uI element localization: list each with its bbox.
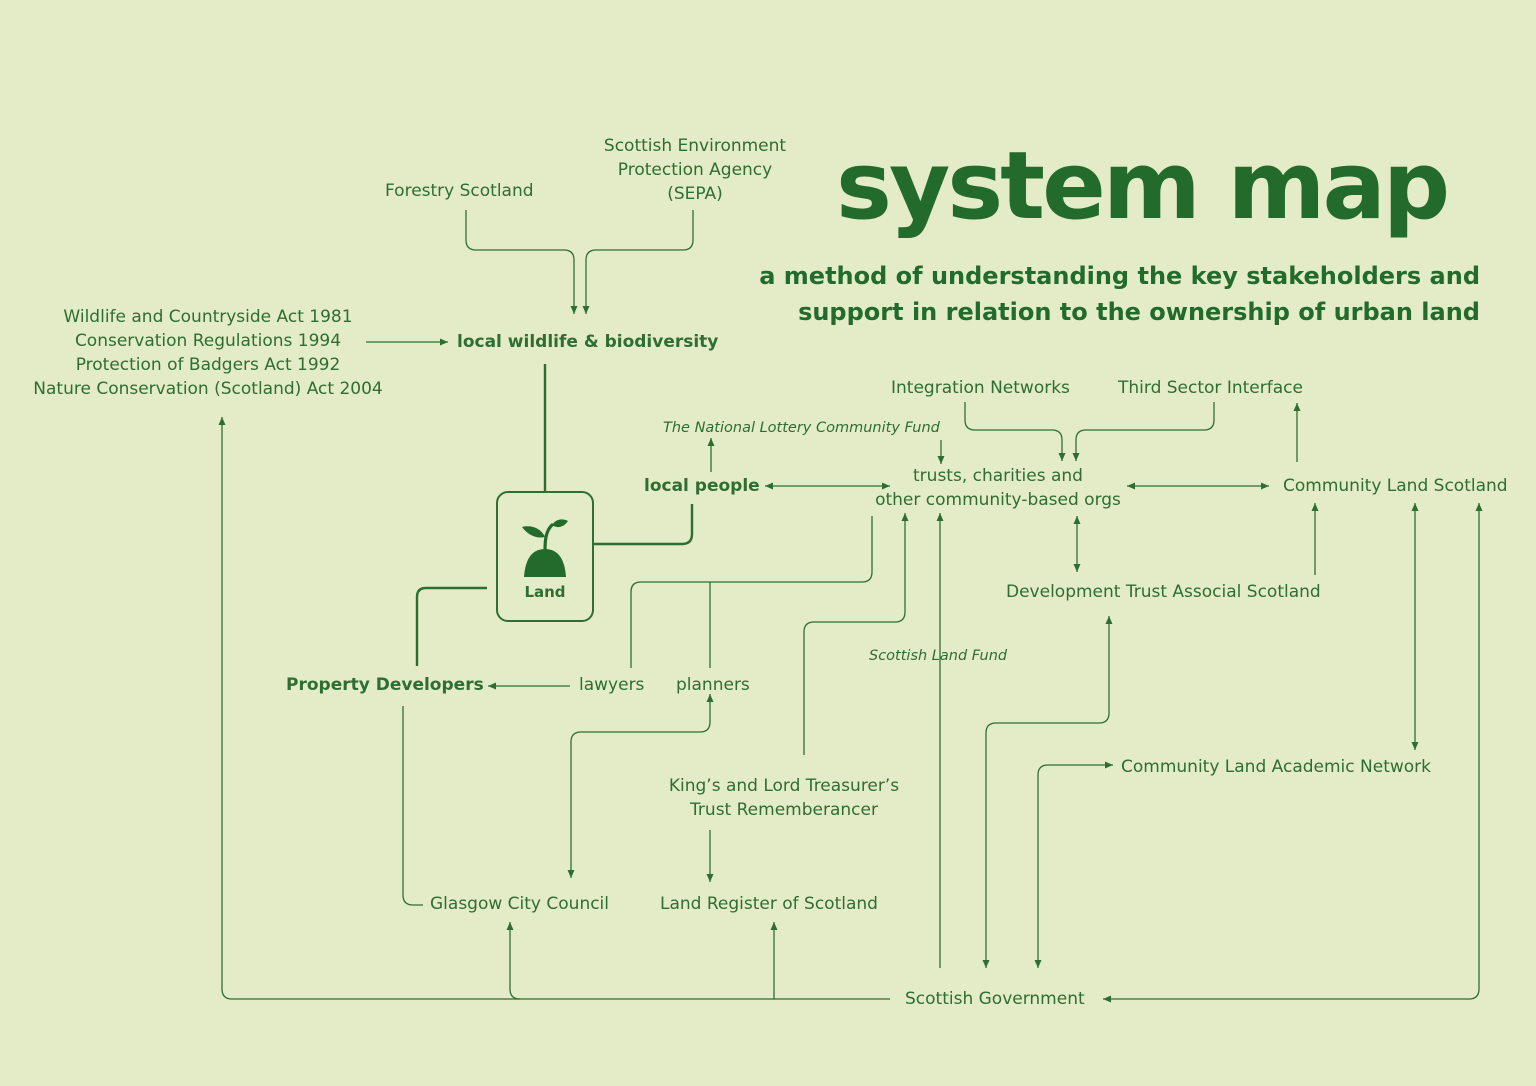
node-kltr-line1: King’s and Lord Treasurer’s [668,776,900,796]
edge-sepa-to-wildlife [582,210,694,314]
edge-integration-to-trusts [964,402,1066,461]
edge-kltr-to-trusts [803,513,909,755]
page-title: system map [836,132,1450,241]
land-label: Land [524,583,566,601]
node-legislation: Wildlife and Countryside Act 1981 Conser… [16,305,400,401]
edge-cls-to-gov [1103,503,1483,1003]
node-local-people: local people [644,476,760,496]
legislation-2: Conservation Regulations 1994 [74,331,342,351]
edge-developers-to-gcc [402,706,423,906]
node-sepa-line1: Scottish Environment [603,136,787,156]
legislation-1: Wildlife and Countryside Act 1981 [63,307,353,327]
node-land-register: Land Register of Scotland [660,894,878,914]
edge-trusts-to-lawyers [630,516,873,668]
node-forestry-scotland: Forestry Scotland [385,181,534,201]
node-property-developers: Property Developers [286,675,484,695]
legislation-4: Nature Conservation (Scotland) Act 2004 [33,379,383,399]
node-kings-lord-treasurer: King’s and Lord Treasurer’s Trust Rememb… [644,774,924,822]
sprout-icon [522,519,568,577]
edge-thirdsector-to-trusts [1072,402,1215,461]
node-kltr-line2: Trust Rememberancer [690,800,878,820]
page-subtitle: a method of understanding the key stakeh… [759,262,1480,326]
edge-land-to-developers [415,586,487,666]
edge-forestry-to-wildlife [465,210,578,314]
node-sepa: Scottish Environment Protection Agency (… [580,134,810,206]
node-integration-networks: Integration Networks [891,378,1070,398]
node-glasgow-city-council: Glasgow City Council [430,894,610,914]
node-national-lottery: The National Lottery Community Fund [663,420,940,436]
node-local-wildlife: local wildlife & biodiversity [457,332,719,352]
node-development-trust: Development Trust Associal Scotland [1006,582,1321,602]
edge-land-to-local-people [594,504,694,546]
land-node: Land [496,491,594,622]
node-planners: planners [676,675,750,695]
edge-gov-academic [1034,761,1113,968]
node-sepa-line3: (SEPA) [667,184,723,204]
node-sepa-line2: Protection Agency [617,160,773,180]
node-scottish-government: Scottish Government [905,989,1085,1009]
node-scottish-land-fund: Scottish Land Fund [869,648,1008,664]
node-community-land-scotland: Community Land Scotland [1283,476,1508,496]
node-trusts-line2: other community-based orgs [875,490,1121,510]
node-lawyers: lawyers [579,675,645,695]
node-community-land-academic: Community Land Academic Network [1121,757,1432,777]
edge-gov-to-legislation [218,417,890,1000]
legislation-3: Protection of Badgers Act 1992 [75,355,341,375]
edge-planners-gcc [567,694,714,878]
node-trusts-line1: trusts, charities and [913,466,1083,486]
edge-gov-to-gcc [506,922,521,1000]
node-third-sector-interface: Third Sector Interface [1118,378,1303,398]
node-trusts: trusts, charities and other community-ba… [860,464,1136,512]
